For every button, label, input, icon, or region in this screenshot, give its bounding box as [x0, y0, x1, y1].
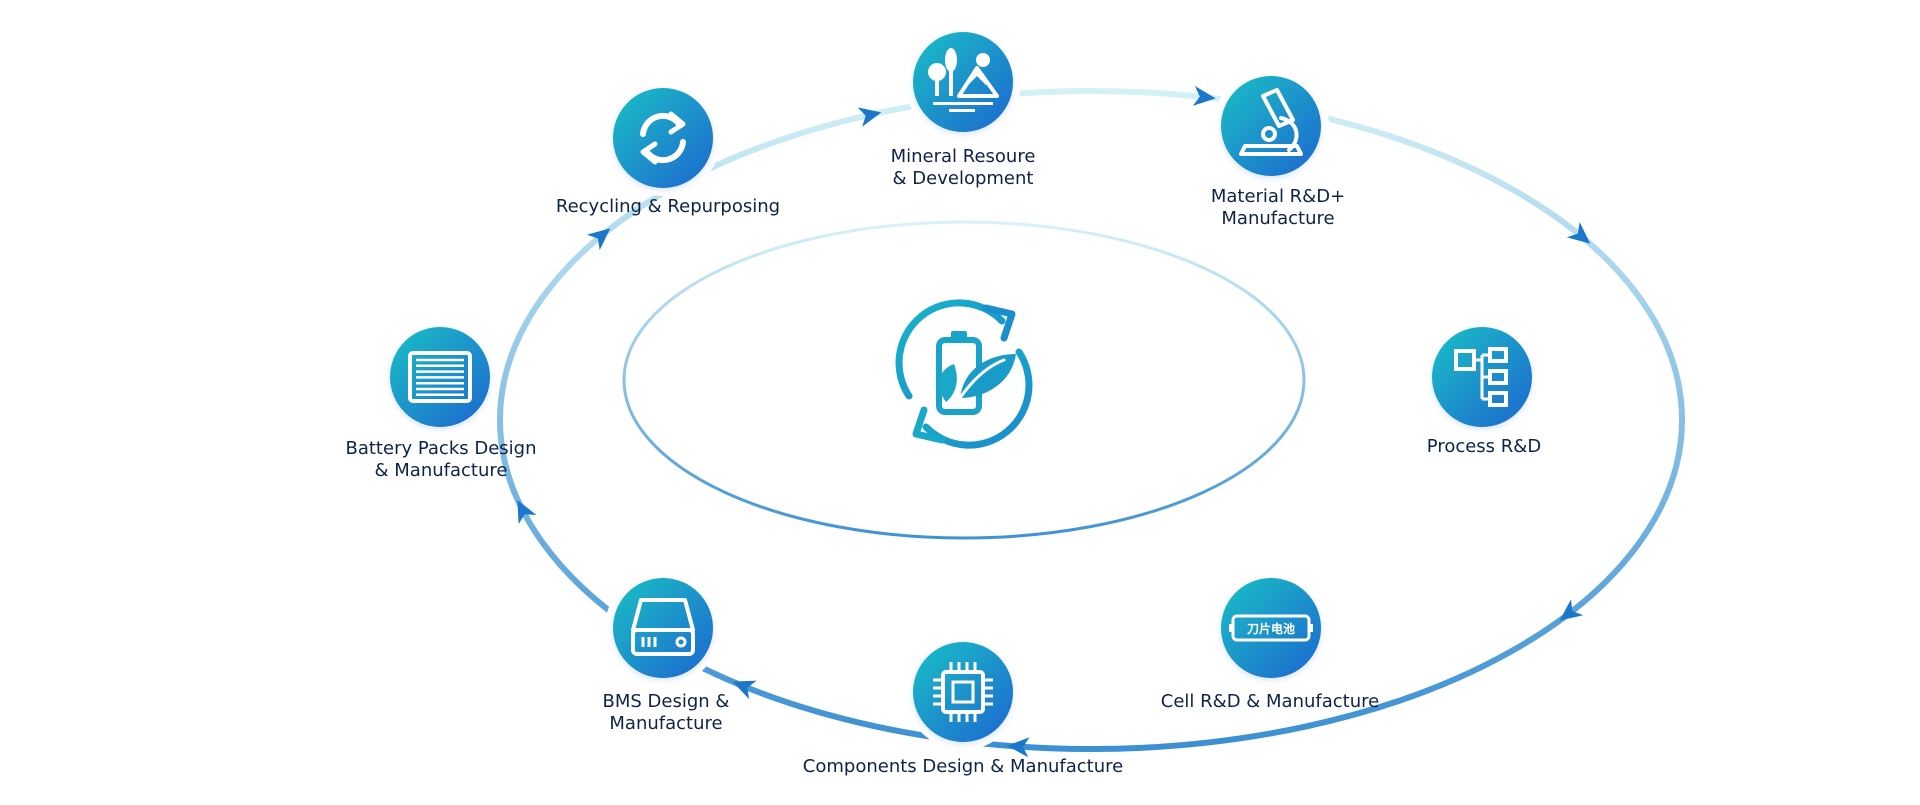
flow-arrow — [1007, 737, 1030, 758]
node-battery-packs: Battery Packs Design& Manufacture — [346, 319, 537, 481]
landscape-icon — [928, 48, 999, 112]
node-components: Components Design & Manufacture — [803, 634, 1123, 777]
hard-drive-icon — [631, 598, 695, 656]
flow-arrows — [517, 86, 1591, 758]
chip-icon — [933, 662, 993, 722]
node-label: Manufacture — [1221, 208, 1334, 229]
node-label: Cell R&D & Manufacture — [1161, 691, 1379, 712]
flow-arrow — [1559, 599, 1584, 621]
flow-arrow — [732, 680, 757, 700]
node-label: BMS Design & — [603, 691, 730, 712]
node-label: Material R&D+ — [1211, 186, 1345, 207]
battery-pack-icon — [408, 351, 472, 403]
node-label: Mineral Resoure — [891, 146, 1036, 167]
node-circle — [913, 32, 1013, 132]
flow-arrow — [857, 107, 882, 127]
flow-arrow — [586, 228, 611, 251]
outer-cycle-ring — [497, 88, 1685, 752]
node-cell: 刀片电池 Cell R&D & Manufacture — [1161, 570, 1379, 712]
node-label: & Development — [893, 168, 1034, 189]
node-circle — [913, 642, 1013, 742]
battery-leaf-recycle-icon — [895, 299, 1033, 449]
microscope-icon — [1239, 88, 1303, 156]
flow-arrow — [1566, 221, 1591, 244]
recycle-arrows-icon — [640, 111, 686, 165]
node-label: & Manufacture — [375, 460, 508, 481]
blade-battery-icon: 刀片电池 — [1229, 614, 1313, 642]
inner-ellipse — [622, 220, 1306, 540]
flow-arrow — [517, 500, 537, 525]
node-circle — [613, 88, 713, 188]
node-circle — [1221, 578, 1321, 678]
node-bms: BMS Design &Manufacture — [603, 570, 730, 734]
node-label: Components Design & Manufacture — [803, 756, 1123, 777]
node-label: Battery Packs Design — [346, 438, 537, 459]
node-material: Material R&D+Manufacture — [1211, 68, 1345, 229]
node-label: Recycling & Repurposing — [556, 196, 780, 217]
node-circle — [1221, 76, 1321, 176]
node-recycling: Recycling & Repurposing — [556, 80, 780, 217]
node-label: Manufacture — [609, 713, 722, 734]
node-process: Process R&D — [1424, 319, 1541, 457]
flow-arrow — [1192, 86, 1216, 106]
node-mineral: Mineral Resoure& Development — [891, 24, 1036, 189]
node-label: Process R&D — [1427, 436, 1541, 457]
blade-battery-badge: 刀片电池 — [1247, 621, 1295, 636]
flowchart-icon — [1454, 347, 1508, 407]
